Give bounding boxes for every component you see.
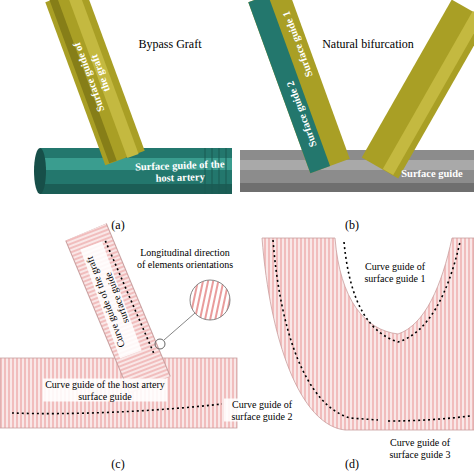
detail-marker <box>155 339 165 349</box>
host-shadow <box>40 184 232 194</box>
right-branch <box>380 10 470 168</box>
panel-title: Natural bifurcation <box>322 38 414 52</box>
host-vessel <box>240 150 474 192</box>
curve-guide-1 <box>344 242 460 342</box>
surface-label: Surface guide of the host artery <box>125 158 236 186</box>
surface-label: Surface guide <box>401 168 463 180</box>
host-end <box>34 148 46 194</box>
graft <box>65 0 125 158</box>
left-branch-teal <box>258 0 320 170</box>
natural-bifurcation-model <box>240 0 474 192</box>
host-mesh <box>0 358 237 428</box>
graft-mesh <box>0 232 237 428</box>
host-shadow <box>240 183 474 192</box>
panel-letter: (d) <box>345 458 359 472</box>
panel-title: Bypass Graft <box>139 38 202 52</box>
curve-guide-3 <box>388 416 470 421</box>
panel-letter: (c) <box>111 458 124 472</box>
panel-letter: (b) <box>345 219 359 233</box>
panel-letter: (a) <box>111 219 124 233</box>
curve-guide-label: Curve guide of the host artery surface g… <box>43 379 167 402</box>
curve-guide-label: Curve guide of surface guide 3 <box>373 437 467 460</box>
host-curve-guide <box>12 404 222 414</box>
orientation-note: Longitudinal direction of elements orien… <box>133 247 237 270</box>
detail-leader <box>164 313 195 340</box>
curve-guide-label: Curve guide of surface guide 1 <box>353 261 437 284</box>
curve-guide-label: Curve guide of surface guide 2 <box>224 399 300 422</box>
detail-inset <box>190 280 230 320</box>
